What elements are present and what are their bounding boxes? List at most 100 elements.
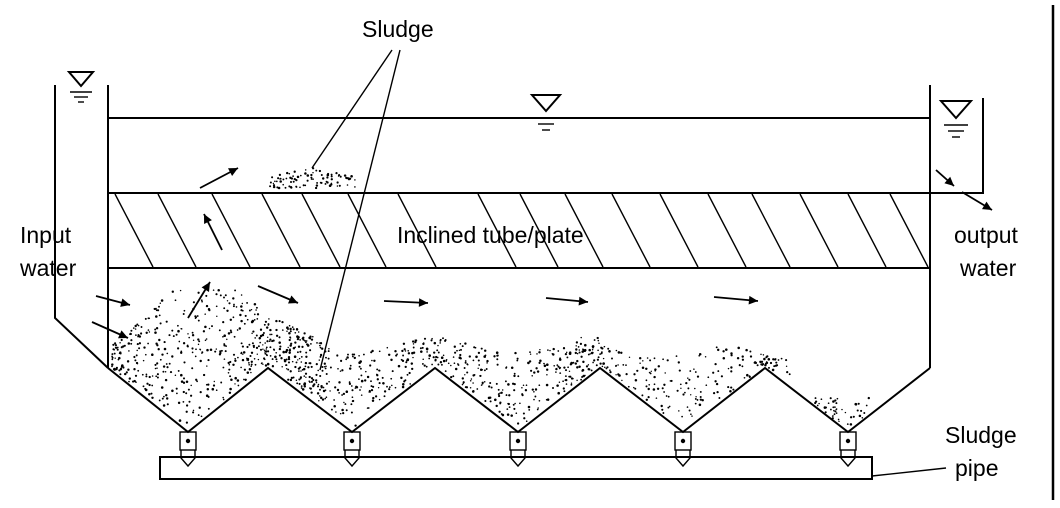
sludge-particle [246,371,250,374]
sludge-particle [177,401,181,405]
sludge-particle [372,396,375,400]
sludge-particle [328,380,330,383]
sludge-particle [265,326,269,329]
sludge-particle [122,345,125,348]
sludge-particle [690,413,692,415]
sludge-particle [766,355,769,358]
sludge-particle [401,385,405,389]
sludge-particle [551,386,555,390]
sludge-particle [190,384,192,387]
sludge-particle [353,356,356,360]
sludge-particle [195,378,198,381]
sludge-particle [687,377,689,379]
sludge-particle [727,367,730,370]
inclined-plate [707,193,747,268]
sludge-particle [275,334,279,337]
sludge-particle [600,346,603,349]
sludge-particle [459,342,462,345]
sludge-valve-icon [179,431,197,468]
sludge-particle [267,323,270,326]
sludge-particle [327,357,330,360]
sludge-particle [205,294,208,297]
sludge-particle [310,176,313,179]
sludge-label: Sludge [362,16,434,42]
sludge-particle [289,180,293,184]
sludge-particle [360,379,364,383]
sludge-particle [533,371,536,374]
sludge-particle [303,382,307,385]
sludge-particle [741,358,745,361]
sludge-particle [188,400,191,403]
sludge-particle [148,383,151,387]
sludge-particle [262,363,264,366]
sludge-particle [411,367,414,371]
sludge-particle [222,335,224,338]
sludge-particle [275,319,278,323]
sludge-particle [574,351,577,355]
sludge-particle [667,395,670,398]
sludge-particle [308,375,311,379]
sludge-particle [452,356,455,358]
sludge-particle [460,348,462,351]
sludge-particle [301,345,304,349]
sludge-particle [598,342,600,345]
sludge-particle [698,403,702,407]
sludge-particle [263,323,266,326]
sludge-particle [339,370,342,372]
sludge-particle [177,369,180,372]
sludge-particle [242,351,246,354]
sludge-particle [833,409,835,412]
sludge-particle [712,371,715,374]
sludge-particle [495,382,498,385]
inclined-plate [114,193,154,268]
sludge-particle [401,359,405,363]
sludge-particle [240,342,243,345]
sludge-particle [529,353,532,355]
sludge-particle [182,377,186,380]
sludge-particle [336,181,339,184]
sludge-particle [178,419,182,422]
sludge-particle [250,371,252,374]
sludge-particle [315,379,318,382]
sludge-particle [478,364,481,366]
sludge-particle [834,406,836,408]
sludge-particle [854,402,857,406]
sludge-particle [291,326,294,328]
sludge-particle [175,387,178,390]
sludge-particle [479,375,482,377]
sludge-particle [227,371,230,374]
sludge-particle [454,367,458,371]
sludge-particle [147,329,150,331]
sludge-particle [359,367,362,370]
sludge-particle [469,387,472,389]
sludge-particle [348,367,352,370]
sludge-particle [350,175,353,178]
sludge-particle [166,403,169,406]
sludge-particle [450,364,452,367]
sludge-particle [306,343,308,346]
sludge-particle [605,367,608,370]
sludge-particle [777,359,780,361]
sludge-particle [299,350,302,353]
sludge-particle [696,398,699,401]
sludge-particle [160,299,164,302]
sludge-particle [535,367,538,370]
sludge-particle [678,410,680,412]
sludge-particle [844,411,847,414]
sludge-particle [588,348,591,352]
sludge-particle [655,397,658,399]
sludge-particle [146,382,149,385]
sludge-particle [207,395,210,398]
sludge-particle [835,402,838,405]
sludge-particle [578,349,581,351]
sludge-particle [627,385,630,388]
sludge-particle [330,408,333,411]
sludge-particle [506,413,510,416]
sludge-particle [545,383,549,387]
sludge-particle [645,367,648,371]
sludge-particle [516,357,519,360]
sludge-particle [538,361,541,365]
sludge-particle [727,386,730,389]
sludge-particle [425,347,429,351]
sludge-particle [191,331,194,334]
